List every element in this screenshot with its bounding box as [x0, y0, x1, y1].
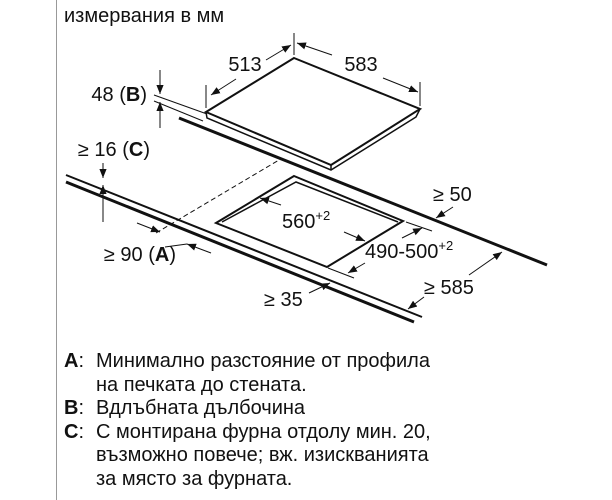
worktop-front-edge — [65, 174, 423, 318]
worktop-back-edge — [178, 116, 548, 267]
legend: A: Минимално разстояние от профила на пе… — [64, 350, 431, 491]
hob-width-label: 583 — [344, 54, 377, 76]
wall-distance-label: ≥ 90 (A) — [104, 244, 176, 266]
legend-item-a: A: Минимално разстояние от профила на пе… — [64, 350, 430, 396]
oven-gap-label: ≥ 16 (C) — [78, 139, 150, 161]
cutout — [213, 174, 406, 269]
legend-item-c: C: С монтирана фурна отдолу мин. 20, въз… — [64, 420, 431, 490]
hob — [203, 56, 423, 171]
worktop-depth-label: ≥ 585 — [424, 277, 474, 299]
page-margin-line — [56, 0, 57, 500]
front-distance-label: ≥ 35 — [264, 289, 303, 311]
legend-item-b: B: Вдлъбната дълбочина — [64, 397, 306, 419]
cutout-width-label: 560+2 — [282, 208, 330, 233]
back-distance-label: ≥ 50 — [433, 184, 472, 206]
cutout-depth-label: 490-500+2 — [365, 238, 453, 263]
hob-depth-label: 513 — [228, 54, 261, 76]
installation-diagram: 513 583 48 (B) ≥ 16 (C) ≥ 90 (A) ≥ 50 56… — [65, 33, 548, 324]
units-caption: измервания в мм — [64, 5, 225, 27]
recess-depth-label: 48 (B) — [91, 84, 147, 106]
